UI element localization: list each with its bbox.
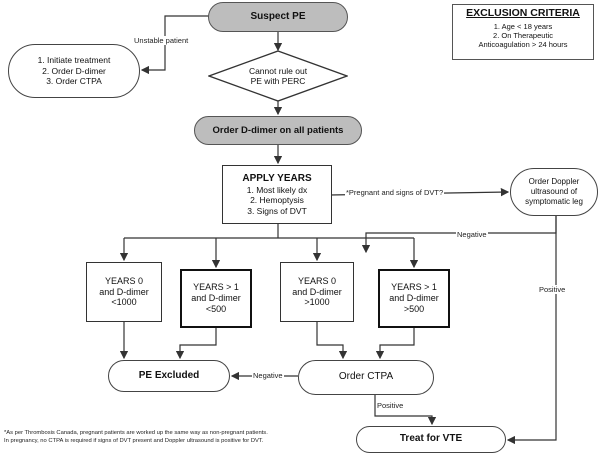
apply-years-title: APPLY YEARS (242, 172, 312, 184)
footnote-line: *As per Thrombosis Canada, pregnant pati… (4, 430, 268, 436)
footnote-line: In pregnancy, no CTPA is required if sig… (4, 437, 264, 444)
perc-decision-shape (208, 50, 348, 102)
exclusion-criterion: 2. On Therapeutic (493, 30, 553, 40)
outcome-text: >500 (403, 303, 425, 314)
outcome-text: and D-dimer (292, 286, 342, 297)
unstable-action: 1. Initiate treatment (37, 55, 111, 66)
outcome-text: YEARS > 1 (193, 282, 239, 293)
unstable-action: 2. Order D-dimer (42, 65, 106, 76)
outcome-text: and D-dimer (191, 293, 241, 304)
ctpa-negative-label: Negative (252, 371, 284, 380)
treat-vte-label: Treat for VTE (399, 433, 463, 445)
doppler-text: ultrasound of (530, 187, 578, 197)
pe-excluded-label: PE Excluded (138, 369, 200, 381)
treat-vte-node: Treat for VTE (356, 426, 506, 453)
outcome-text: YEARS 0 (297, 275, 337, 286)
perc-decision-text: Cannot rule out (248, 65, 308, 76)
doppler-positive-label: Positive (538, 285, 567, 294)
outcome-text: >1000 (304, 297, 330, 308)
years-criterion: 3. Signs of DVT (247, 205, 307, 216)
order-ddimer-node: Order D-dimer on all patients (194, 116, 362, 145)
unstable-action: 3. Order CTPA (46, 76, 102, 87)
outcome-text: <500 (205, 303, 227, 314)
years-criterion: 1. Most likely dx (246, 185, 308, 196)
exclusion-criterion: 1. Age < 18 years (493, 21, 553, 31)
order-ddimer-label: Order D-dimer on all patients (212, 124, 344, 136)
pregnant-dvt-label: *Pregnant and signs of DVT? (345, 188, 445, 197)
footnote: *As per Thrombosis Canada, pregnant pati… (4, 430, 349, 446)
order-ctpa-node: Order CTPA (298, 360, 434, 395)
years1-ddimer-gt500-node: YEARS > 1 and D-dimer >500 (378, 269, 450, 328)
perc-decision-node: Cannot rule out PE with PERC (228, 60, 328, 92)
years0-ddimer-gt1000-node: YEARS 0 and D-dimer >1000 (280, 262, 354, 322)
exclusion-criteria-title: EXCLUSION CRITERIA (466, 7, 580, 19)
doppler-negative-label: Negative (456, 230, 488, 239)
unstable-actions-node: 1. Initiate treatment 2. Order D-dimer 3… (8, 44, 140, 98)
years1-ddimer-lt500-node: YEARS > 1 and D-dimer <500 (180, 269, 252, 328)
doppler-ultrasound-node: Order Doppler ultrasound of symptomatic … (510, 168, 598, 216)
outcome-text: YEARS > 1 (391, 282, 437, 293)
ctpa-positive-label: Positive (376, 401, 405, 410)
apply-years-node: APPLY YEARS 1. Most likely dx 2. Hemopty… (222, 165, 332, 224)
perc-decision-text: PE with PERC (250, 76, 306, 86)
doppler-text: symptomatic leg (525, 196, 583, 206)
suspect-pe-label: Suspect PE (250, 10, 306, 22)
exclusion-criterion: Anticoagulation > 24 hours (478, 40, 568, 50)
years0-ddimer-lt1000-node: YEARS 0 and D-dimer <1000 (86, 262, 162, 322)
unstable-patient-label: Unstable patient (133, 36, 190, 45)
exclusion-criteria-box: EXCLUSION CRITERIA 1. Age < 18 years 2. … (452, 4, 594, 60)
years-criterion: 2. Hemoptysis (250, 195, 304, 206)
pe-excluded-node: PE Excluded (108, 360, 230, 392)
order-ctpa-label: Order CTPA (338, 371, 394, 383)
suspect-pe-node: Suspect PE (208, 2, 348, 32)
outcome-text: and D-dimer (389, 293, 439, 304)
outcome-text: <1000 (111, 297, 137, 308)
doppler-text: Order Doppler (528, 177, 580, 187)
outcome-text: YEARS 0 (104, 275, 144, 286)
outcome-text: and D-dimer (99, 286, 149, 297)
